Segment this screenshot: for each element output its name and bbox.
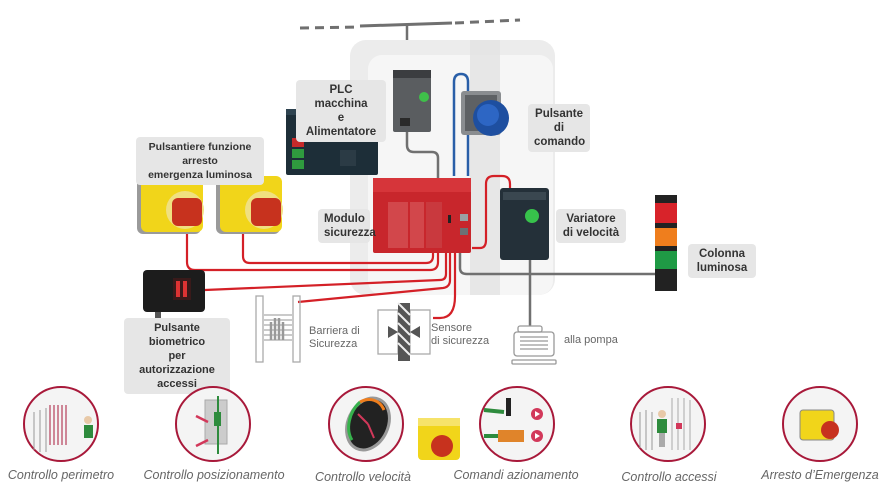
barrier-label: Barriera di Sicurezza <box>309 325 360 350</box>
plc-label: PLC macchina e Alimentatore <box>296 80 386 142</box>
power-supply <box>393 70 431 132</box>
emergency-panels-label: Pulsantiere funzione arresto emergenza l… <box>136 137 264 185</box>
emergency-panel-2 <box>216 176 283 234</box>
pump-label: alla pompa <box>564 334 618 346</box>
biometric-label: Pulsante biometrico per autorizzazione a… <box>124 318 230 394</box>
sensor-label: Sensore di sicurezza <box>431 322 490 347</box>
light-column-label: Colonna luminosa <box>688 244 756 278</box>
safety-wires <box>185 174 512 320</box>
pump-motor-icon <box>511 325 557 365</box>
function-label-perimeter: Controllo perimetro <box>7 468 115 482</box>
function-label-speed: Controllo velocità <box>315 470 411 484</box>
biometric-reader-device <box>143 270 205 318</box>
light-column-device <box>655 195 677 291</box>
speed-drive-device <box>500 188 549 260</box>
safety-barrier-icon <box>255 295 301 363</box>
function-label-emergency-stop: Arresto d’Emergenza <box>761 468 879 482</box>
function-label-positioning: Controllo posizionamento <box>143 468 285 482</box>
power-wires <box>458 253 658 326</box>
emergency-panel-1 <box>137 176 204 234</box>
function-label-drive-commands: Comandi azionamento <box>453 468 579 482</box>
speed-drive-label: Variatore di velocità <box>556 209 626 243</box>
function-label-access: Controllo accessi <box>621 470 717 484</box>
command-button-device <box>461 91 509 136</box>
safety-module-device <box>373 178 471 253</box>
safety-sensor-icon <box>377 302 431 361</box>
safety-module-label: Modulo sicurezza <box>318 209 376 243</box>
command-button-label: Pulsante di comando <box>528 104 590 152</box>
